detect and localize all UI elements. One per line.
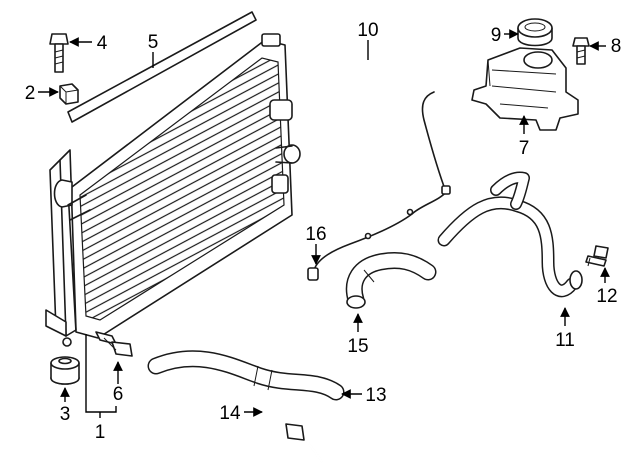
- callout-4: 4: [69, 33, 108, 54]
- bolt-8[interactable]: [572, 37, 590, 65]
- callout-label-14: 14: [219, 403, 241, 424]
- callout-label-16: 16: [305, 224, 326, 245]
- callout-2: 2: [25, 83, 59, 104]
- radiator-bushing[interactable]: [59, 83, 79, 105]
- upper-radiator-hose[interactable]: [345, 251, 437, 309]
- callout-label-15: 15: [347, 336, 368, 357]
- reservoir-overflow-hose[interactable]: [307, 91, 451, 281]
- callout-label-12: 12: [596, 286, 617, 307]
- lower-radiator-hose[interactable]: [147, 350, 345, 401]
- radiator-insulator[interactable]: [50, 356, 80, 385]
- radiator[interactable]: [45, 33, 301, 347]
- callout-15: 15: [347, 313, 369, 357]
- radiator-seal[interactable]: [67, 11, 257, 123]
- callout-1: 1: [85, 334, 117, 443]
- bypass-pipe[interactable]: [264, 400, 324, 464]
- callout-14: 14: [219, 403, 263, 424]
- callout-12: 12: [596, 267, 618, 307]
- callout-label-6: 6: [113, 384, 124, 405]
- callout-11: 11: [555, 307, 575, 351]
- reservoir-hose-10[interactable]: [300, 39, 440, 72]
- callout-label-5: 5: [148, 32, 159, 53]
- callout-5: 5: [148, 32, 159, 68]
- callout-label-1: 1: [95, 422, 106, 443]
- coolant-reservoir[interactable]: [471, 47, 579, 131]
- callout-3: 3: [60, 387, 71, 425]
- callout-10: 10: [357, 20, 379, 60]
- bolt-4[interactable]: [49, 33, 69, 73]
- callout-9: 9: [491, 25, 519, 46]
- callout-label-9: 9: [491, 25, 502, 46]
- callout-label-2: 2: [25, 83, 36, 104]
- heater-hose-11[interactable]: [437, 171, 583, 298]
- callout-6: 6: [113, 361, 124, 405]
- callout-label-10: 10: [357, 20, 378, 41]
- callout-label-13: 13: [365, 385, 386, 406]
- callout-8: 8: [589, 36, 622, 57]
- temperature-sensor[interactable]: [95, 331, 133, 357]
- callout-label-11: 11: [555, 330, 575, 351]
- callout-label-3: 3: [60, 404, 71, 425]
- callout-16: 16: [305, 224, 327, 265]
- callout-label-8: 8: [611, 36, 622, 57]
- callout-label-4: 4: [97, 33, 108, 54]
- bolt-12[interactable]: [585, 245, 609, 267]
- callout-7: 7: [519, 115, 530, 159]
- callout-13: 13: [341, 385, 387, 406]
- callout-label-7: 7: [519, 138, 530, 159]
- reservoir-cap[interactable]: [517, 18, 553, 47]
